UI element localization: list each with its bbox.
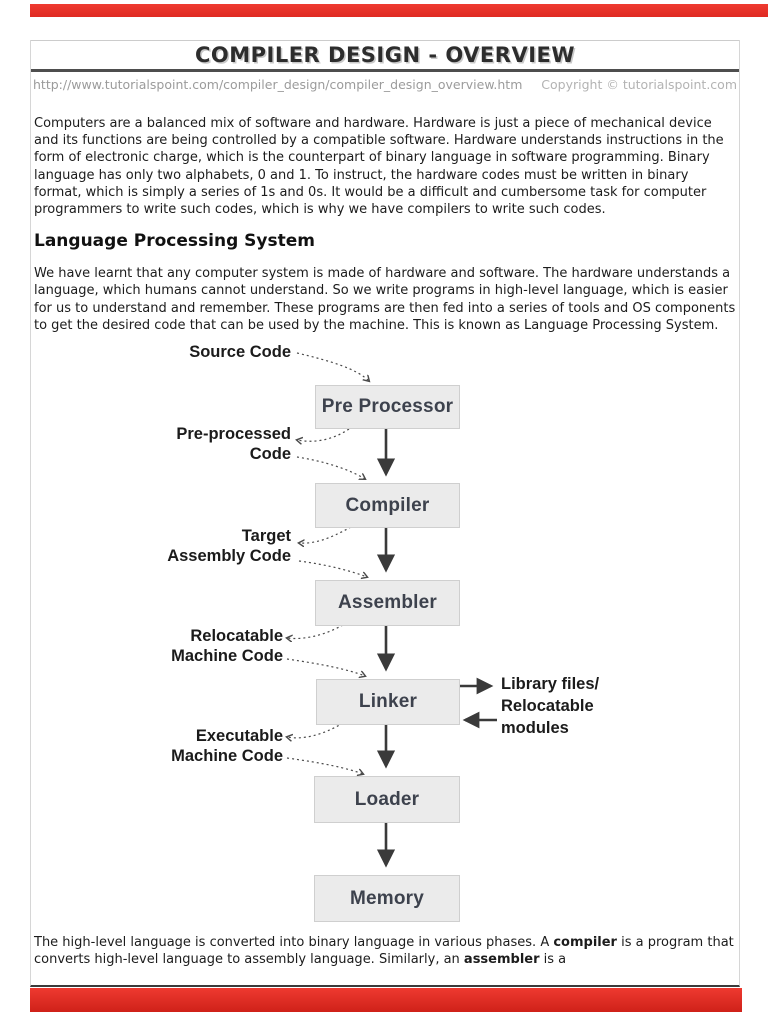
- page-title: COMPILER DESIGN - OVERVIEW: [194, 43, 576, 67]
- title-underline-rule: [31, 69, 739, 72]
- compiler-bold-term: compiler: [553, 935, 617, 951]
- box-pre-processor: Pre Processor: [315, 385, 460, 430]
- assembler-bold-term: assembler: [463, 952, 540, 968]
- closing-text-2: is a program that converts high-level la…: [34, 935, 734, 968]
- label-library-files: Library files/ Relocatable modules: [501, 675, 600, 738]
- label-pre-processed-code: Pre-processed Code: [176, 425, 291, 464]
- label-relocatable-machine-code: Relocatable Machine Code: [171, 627, 283, 666]
- label-source-code: Source Code: [189, 343, 291, 362]
- bottom-red-page-divider: [30, 988, 742, 1012]
- closing-text-1: The high-level language is converted int…: [34, 935, 554, 951]
- library-arrows: [459, 677, 497, 729]
- label-target-assembly-code: Target Assembly Code: [167, 527, 291, 566]
- diagram-arrows: [31, 352, 497, 868]
- meta-row: http://www.tutorialspoint.com/compiler_d…: [31, 72, 739, 92]
- language-processing-diagram: Pre Processor Compiler Assembler Linker …: [31, 339, 739, 925]
- source-url: http://www.tutorialspoint.com/compiler_d…: [33, 77, 523, 92]
- page-frame: COMPILER DESIGN - OVERVIEW http://www.tu…: [30, 40, 740, 987]
- box-memory: Memory: [314, 875, 460, 923]
- box-loader: Loader: [314, 776, 460, 824]
- top-red-page-divider: [30, 4, 768, 17]
- box-compiler: Compiler: [315, 483, 460, 529]
- copyright-text: Copyright © tutorialspoint.com: [541, 77, 737, 92]
- lps-paragraph: We have learnt that any computer system …: [34, 266, 736, 333]
- title-bar: COMPILER DESIGN - OVERVIEW: [31, 40, 739, 69]
- closing-text-3: is a: [539, 952, 567, 968]
- closing-paragraph: The high-level language is converted int…: [31, 934, 739, 968]
- annotation-arrows: [287, 352, 369, 774]
- label-executable-machine-code: Executable Machine Code: [171, 727, 283, 766]
- box-assembler: Assembler: [315, 580, 460, 627]
- intro-paragraph: Computers are a balanced mix of software…: [34, 116, 724, 218]
- section-heading: Language Processing System: [34, 231, 315, 252]
- box-linker: Linker: [316, 679, 460, 726]
